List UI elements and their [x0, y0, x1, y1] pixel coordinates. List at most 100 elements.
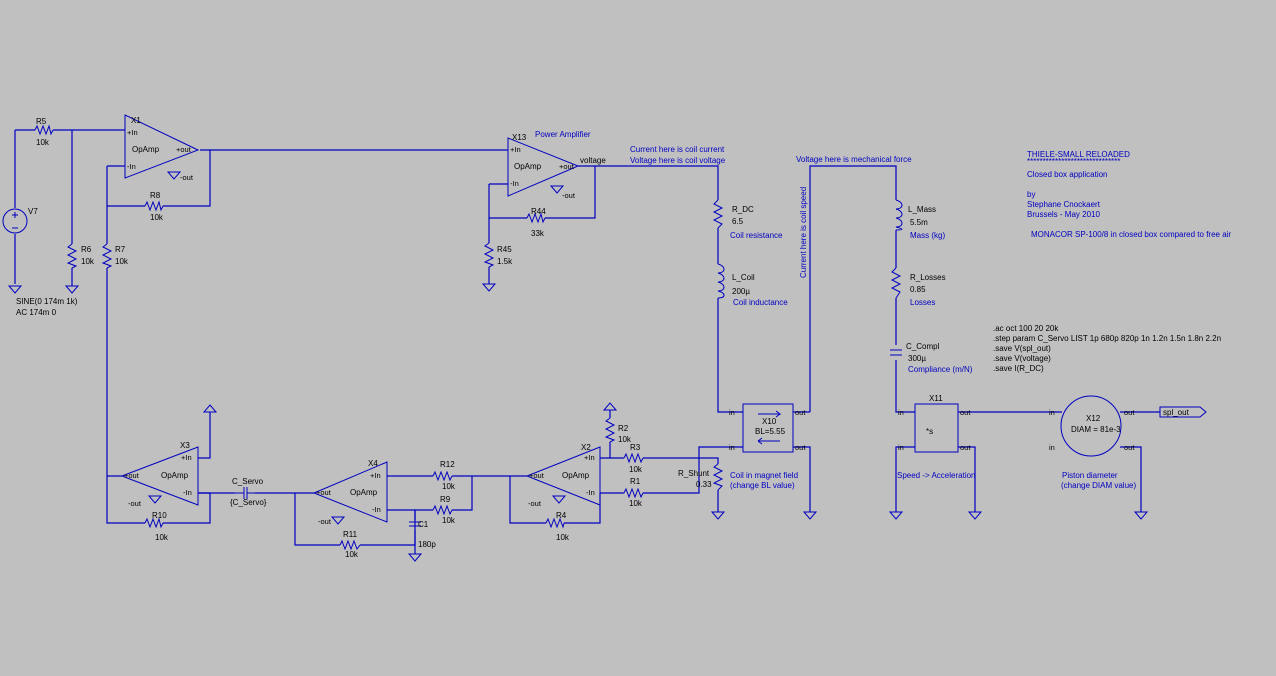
svg-text:33k: 33k [531, 229, 545, 238]
r8-resistor[interactable]: R8 10k [144, 191, 164, 222]
svg-text:+In: +In [127, 128, 138, 137]
r-losses-resistor[interactable]: R_Losses 0.85 Losses [890, 267, 946, 307]
r44-resistor[interactable]: R44 33k [526, 207, 546, 238]
svg-text:10k: 10k [629, 499, 643, 508]
svg-text:R_Shunt: R_Shunt [678, 469, 710, 478]
svg-text:R4: R4 [556, 511, 567, 520]
svg-text:10k: 10k [556, 533, 570, 542]
svg-text:+out: +out [316, 488, 332, 497]
r-dc-resistor[interactable]: R_DC 6.5 Coil resistance [712, 199, 783, 240]
svg-text:OpAmp: OpAmp [350, 488, 378, 497]
svg-text:10k: 10k [442, 482, 456, 491]
svg-text:Compliance (m/N): Compliance (m/N) [908, 365, 973, 374]
power-amplifier-note: Power Amplifier [535, 130, 591, 139]
svg-text:X10: X10 [762, 417, 777, 426]
r11-resistor[interactable]: R11 10k [339, 530, 361, 559]
svg-text:R45: R45 [497, 245, 512, 254]
subtitle: Closed box application [1027, 170, 1108, 179]
r7-resistor[interactable]: R7 10k [101, 243, 129, 269]
svg-text:0.33: 0.33 [696, 480, 712, 489]
ground-symbols [7, 171, 1149, 562]
svg-text:X3: X3 [180, 441, 190, 450]
svg-text:-out: -out [180, 173, 194, 182]
svg-text:R2: R2 [618, 424, 629, 433]
svg-text:0.85: 0.85 [910, 285, 926, 294]
r12-resistor[interactable]: R12 10k [432, 460, 456, 491]
l-coil-inductor[interactable]: L_Coil 200µ Coil inductance [717, 263, 788, 307]
svg-text:X12: X12 [1086, 414, 1101, 423]
svg-text:10k: 10k [155, 533, 169, 542]
spice-directives: .ac oct 100 20 20k .step param C_Servo L… [993, 324, 1221, 373]
svg-text:R5: R5 [36, 117, 47, 126]
svg-text:+In: +In [370, 471, 381, 480]
v7-source[interactable]: V7 SINE(0 174m 1k) AC 174m 0 [2, 207, 78, 317]
svg-text:R_DC: R_DC [732, 205, 754, 214]
r9-resistor[interactable]: R9 10k [432, 495, 456, 525]
svg-text:200µ: 200µ [732, 287, 750, 296]
x1-opamp[interactable]: X1 +In -In OpAmp +out -out [124, 114, 200, 182]
svg-text:-out: -out [528, 499, 542, 508]
svg-text:10k: 10k [345, 550, 359, 559]
r5-resistor[interactable]: R5 10k [34, 117, 54, 147]
coil-voltage-note: Voltage here is coil voltage [630, 156, 726, 165]
svg-text:out: out [795, 408, 806, 417]
svg-text:X1: X1 [131, 116, 141, 125]
x3-opamp[interactable]: X3 +In -In OpAmp +out -out [120, 441, 199, 508]
svg-text:-In: -In [510, 179, 519, 188]
svg-text:Speed -> Acceleration: Speed -> Acceleration [897, 471, 976, 480]
c-servo-capacitor[interactable]: C_Servo {C_Servo} [230, 477, 267, 507]
coil-speed-note: Current here is coil speed [799, 187, 808, 278]
svg-text:.save V(voltage): .save V(voltage) [993, 354, 1051, 363]
svg-text:in: in [1049, 443, 1055, 452]
svg-text:10k: 10k [618, 435, 632, 444]
r45-resistor[interactable]: R45 1.5k [483, 242, 513, 268]
v7-value1: SINE(0 174m 1k) [16, 297, 78, 306]
svg-text:X4: X4 [368, 459, 378, 468]
x2-opamp[interactable]: X2 +In -In OpAmp +out -out [525, 443, 601, 508]
l-mass-inductor[interactable]: L_Mass 5.5m Mass (kg) [895, 199, 945, 240]
svg-text:out: out [1124, 408, 1135, 417]
svg-text:-In: -In [127, 162, 136, 171]
r6-resistor[interactable]: R6 10k [66, 243, 95, 269]
svg-text:X13: X13 [512, 133, 527, 142]
r3-resistor[interactable]: R3 10k [623, 443, 644, 474]
c-compl-capacitor[interactable]: C_Compl 300µ Compliance (m/N) [890, 342, 973, 374]
svg-text:R11: R11 [343, 530, 358, 539]
svg-text:10k: 10k [36, 138, 50, 147]
svg-text:-In: -In [372, 505, 381, 514]
svg-text:R1: R1 [630, 477, 641, 486]
spl-out-port[interactable]: spl_out [1159, 406, 1207, 418]
svg-text:Coil in magnet field: Coil in magnet field [730, 471, 798, 480]
svg-text:.step param C_Servo LIST 1p 68: .step param C_Servo LIST 1p 680p 820p 1n… [993, 334, 1221, 343]
svg-text:+out: +out [124, 471, 140, 480]
x11-derivative-block[interactable]: X11 *s in in out out Speed -> Accelerati… [897, 394, 976, 480]
svg-text:10k: 10k [442, 516, 456, 525]
svg-text:6.5: 6.5 [732, 217, 744, 226]
svg-text:C1: C1 [418, 520, 429, 529]
c1-capacitor[interactable]: C1 180p [409, 520, 436, 549]
author: Stephane Cnockaert [1027, 200, 1101, 209]
title: THIELE-SMALL RELOADED [1027, 150, 1130, 159]
svg-text:in: in [898, 443, 904, 452]
x13-opamp[interactable]: X13 +In -In OpAmp +out -out [507, 133, 580, 200]
mechanical-force-note: Voltage here is mechanical force [796, 155, 912, 164]
svg-text:180p: 180p [418, 540, 436, 549]
r10-resistor[interactable]: R10 10k [144, 511, 169, 542]
r2-resistor[interactable]: R2 10k [604, 417, 632, 444]
r4-resistor[interactable]: R4 10k [545, 511, 570, 542]
svg-text:OpAmp: OpAmp [514, 162, 542, 171]
svg-text:.save V(spl_out): .save V(spl_out) [993, 344, 1051, 353]
svg-text:X2: X2 [581, 443, 591, 452]
svg-text:+out: +out [529, 471, 545, 480]
svg-text:10k: 10k [629, 465, 643, 474]
svg-text:C_Servo: C_Servo [232, 477, 264, 486]
r-shunt-resistor[interactable]: R_Shunt 0.33 [678, 463, 724, 491]
x4-opamp[interactable]: X4 +In -In OpAmp +out -out [312, 459, 388, 526]
svg-text:-In: -In [183, 488, 192, 497]
r1-resistor[interactable]: R1 10k [623, 477, 644, 508]
svg-text:-out: -out [128, 499, 142, 508]
x12-piston-block[interactable]: X12 DIAM = 81e-3 in in out out Piston di… [1049, 395, 1136, 490]
title-underline: ****************************** [1027, 157, 1120, 166]
x10-bl-block[interactable]: X10 BL=5.55 in in out out Coil in magnet… [729, 403, 806, 490]
